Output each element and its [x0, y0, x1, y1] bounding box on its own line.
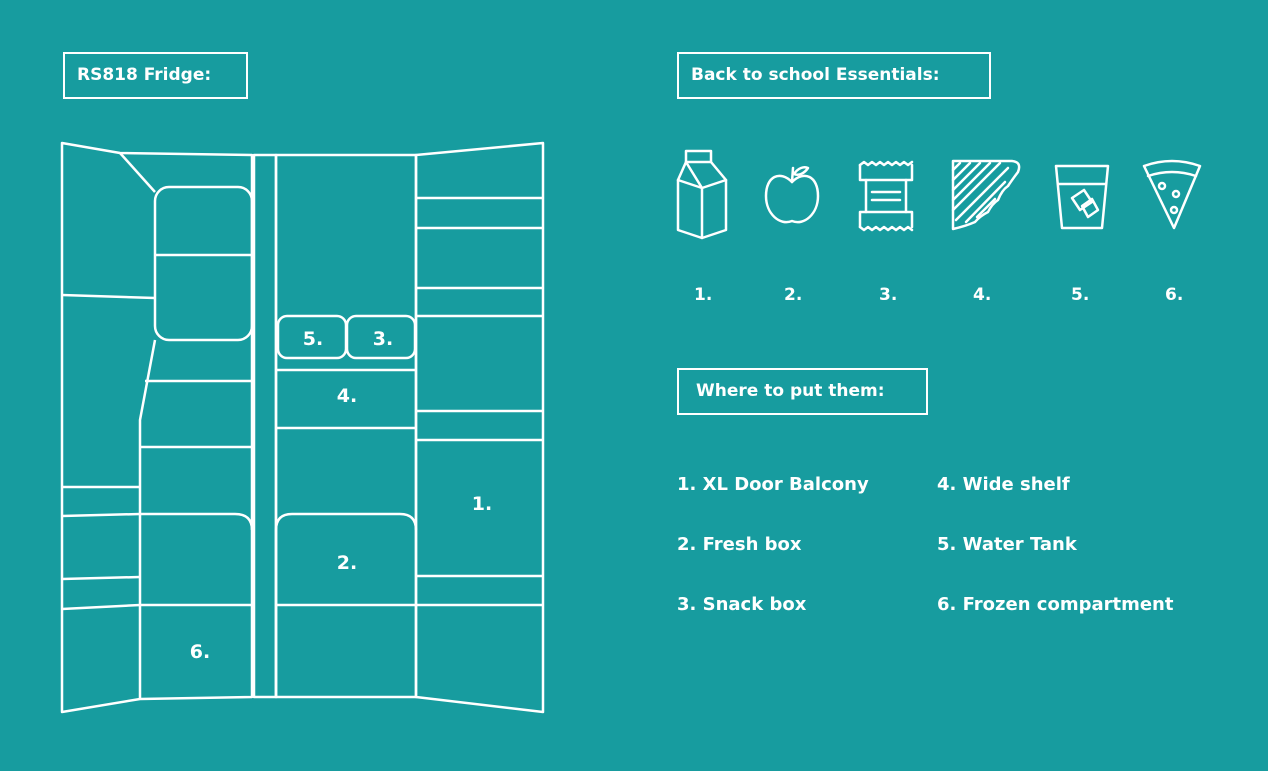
right-door: [414, 141, 545, 714]
pizza-slice-icon: [1142, 159, 1202, 230]
essential-number-3: 3.: [879, 285, 898, 305]
zone-label-4: 4.: [337, 385, 357, 407]
milk-carton-icon: [676, 149, 728, 240]
essential-number-2: 2.: [784, 285, 803, 305]
snack-box: [345, 314, 417, 360]
zone-label-5: 5.: [303, 328, 323, 350]
essential-number-4: 4.: [973, 285, 992, 305]
essentials-title: Back to school Essentials:: [677, 52, 991, 99]
legend-item-1: 1. XL Door Balcony: [677, 474, 869, 495]
essential-number-5: 5.: [1071, 285, 1090, 305]
legend-item-4: 4. Wide shelf: [937, 474, 1070, 495]
left-door: [60, 141, 254, 714]
legend-item-6: 6. Frozen compartment: [937, 594, 1174, 615]
fridge-title: RS818 Fridge:: [63, 52, 248, 99]
essential-number-6: 6.: [1165, 285, 1184, 305]
snack-bar-icon: [858, 160, 914, 232]
water-glass-icon: [1054, 164, 1110, 230]
essential-number-1: 1.: [694, 285, 713, 305]
placement-title: Where to put them:: [677, 368, 928, 415]
zone-label-2: 2.: [337, 552, 357, 574]
sandwich-icon: [951, 159, 1021, 231]
legend-item-2: 2. Fresh box: [677, 534, 802, 555]
zone-label-3: 3.: [373, 328, 393, 350]
apple-icon: [764, 166, 820, 224]
zone-label-6: 6.: [190, 641, 210, 663]
legend-item-5: 5. Water Tank: [937, 534, 1077, 555]
zone-label-1: 1.: [472, 493, 492, 515]
legend-item-3: 3. Snack box: [677, 594, 807, 615]
